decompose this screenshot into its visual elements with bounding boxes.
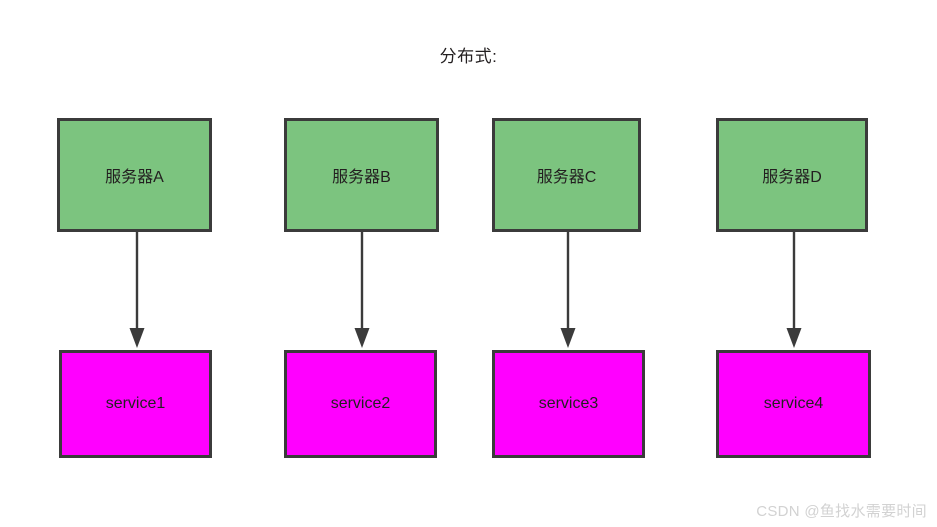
node-label: service3 <box>538 395 599 412</box>
edge-server-a-to-service-1 <box>128 232 146 350</box>
arrow-down-icon <box>354 232 370 348</box>
node-label: service1 <box>105 395 166 412</box>
node-server-c[interactable]: 服务器C <box>492 118 641 232</box>
arrow-down-icon <box>786 232 802 348</box>
node-label: 服务器C <box>536 169 597 186</box>
edge-server-d-to-service-4 <box>785 232 803 350</box>
node-service-1[interactable]: service1 <box>59 350 212 458</box>
diagram-title: 分布式: <box>439 47 498 66</box>
node-server-d[interactable]: 服务器D <box>716 118 868 232</box>
edge-server-b-to-service-2 <box>353 232 371 350</box>
node-server-b[interactable]: 服务器B <box>284 118 439 232</box>
node-label: 服务器A <box>105 169 164 186</box>
node-label: 服务器D <box>762 169 822 186</box>
arrow-down-icon <box>560 232 576 348</box>
node-label: service2 <box>330 395 391 412</box>
arrow-down-icon <box>129 232 145 348</box>
node-service-2[interactable]: service2 <box>284 350 437 458</box>
node-label: service4 <box>763 395 824 412</box>
node-label: 服务器B <box>332 169 391 186</box>
edge-server-c-to-service-3 <box>559 232 577 350</box>
node-server-a[interactable]: 服务器A <box>57 118 212 232</box>
csdn-watermark: CSDN @鱼找水需要时间 <box>756 503 927 520</box>
node-service-3[interactable]: service3 <box>492 350 645 458</box>
node-service-4[interactable]: service4 <box>716 350 871 458</box>
